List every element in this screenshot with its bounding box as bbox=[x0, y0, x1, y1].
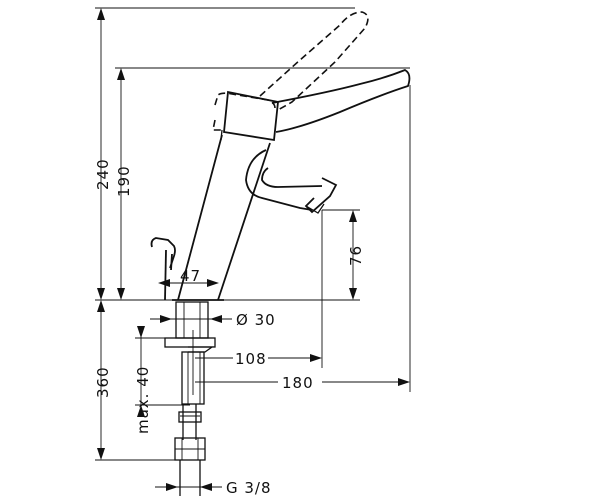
dimension-thread-label: G 3/8 bbox=[226, 479, 272, 497]
dimension-max-40-label: max. 40 bbox=[134, 366, 152, 434]
dimension-190-label: 190 bbox=[115, 165, 133, 197]
dimension-76: 76 bbox=[347, 210, 365, 300]
dimension-180: 180 bbox=[195, 374, 410, 392]
dimension-240: 240 bbox=[94, 8, 112, 300]
extension-lines bbox=[95, 7, 411, 461]
dimension-76-label: 76 bbox=[347, 245, 365, 266]
supply-hose bbox=[174, 404, 206, 496]
pop-up-rod bbox=[150, 237, 176, 301]
faucet-lever-raised-dashed bbox=[212, 11, 369, 131]
dimension-diameter-30: Ø 30 bbox=[150, 311, 276, 329]
dimension-180-label: 180 bbox=[282, 374, 314, 392]
dimension-47: 47 bbox=[158, 267, 219, 287]
dimension-190: 190 bbox=[115, 68, 133, 300]
mounting-hardware bbox=[164, 301, 216, 405]
dimension-108: 108 bbox=[195, 350, 322, 368]
dimension-diameter-30-label: Ø 30 bbox=[236, 311, 276, 329]
dimension-108-label: 108 bbox=[235, 350, 267, 368]
dimension-360: 360 bbox=[94, 300, 112, 460]
dimension-max-40: max. 40 bbox=[134, 326, 152, 434]
faucet-body bbox=[172, 134, 271, 301]
dimension-240-label: 240 bbox=[94, 158, 112, 190]
faucet-spout bbox=[245, 149, 338, 214]
dimension-thread: G 3/8 bbox=[155, 479, 272, 497]
dimension-360-label: 360 bbox=[94, 366, 112, 398]
